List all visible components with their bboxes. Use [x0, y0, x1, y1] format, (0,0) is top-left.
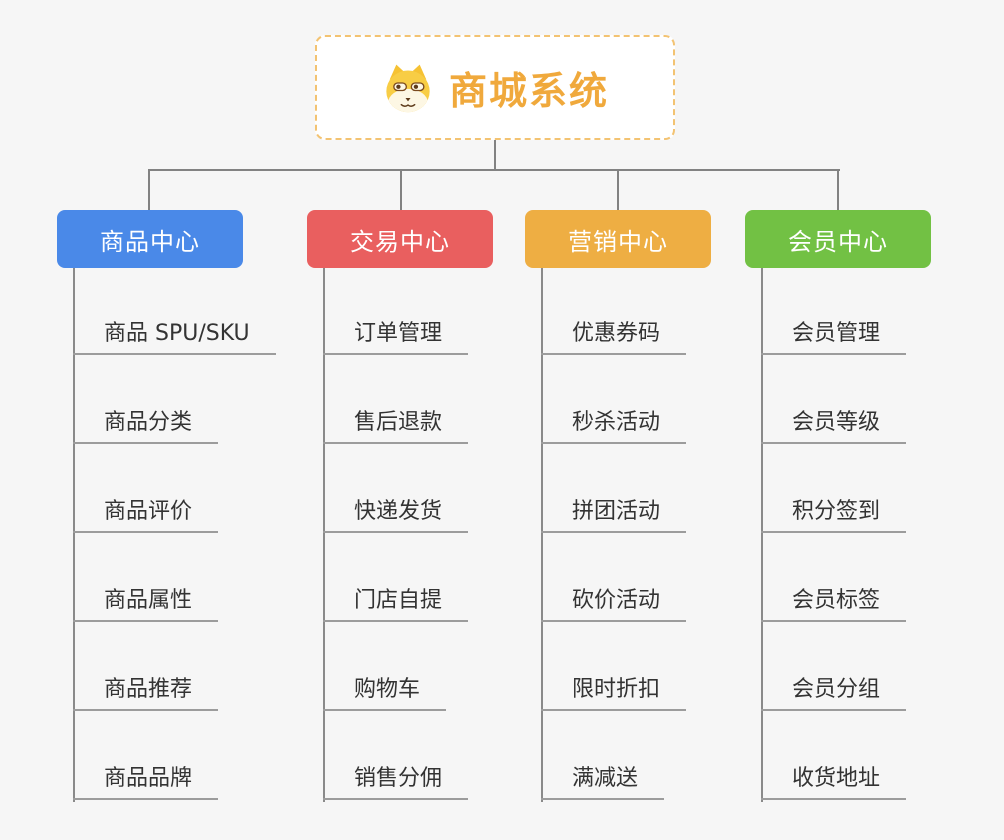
leaf-node[interactable]: 商品分类: [73, 410, 219, 444]
leaf-node[interactable]: 限时折扣: [541, 677, 687, 711]
leaf-node[interactable]: 满减送: [541, 766, 665, 800]
leaf-node[interactable]: 购物车: [323, 677, 447, 711]
leaf-node[interactable]: 门店自提: [323, 588, 469, 622]
leaf-node[interactable]: 秒杀活动: [541, 410, 687, 444]
shiba-dog-icon: [386, 64, 430, 112]
leaf-node[interactable]: 会员管理: [761, 321, 907, 355]
connector-spine: [761, 268, 763, 802]
connector-drop-member: [837, 169, 839, 212]
leaf-node[interactable]: 商品 SPU/SKU: [73, 321, 276, 355]
leaf-node[interactable]: 优惠券码: [541, 321, 687, 355]
branch-children-marketing-center: 优惠券码 秒杀活动 拼团活动 砍价活动 限时折扣 满减送: [541, 268, 791, 808]
root-node[interactable]: 商城系统: [315, 35, 675, 140]
leaf-node[interactable]: 商品品牌: [73, 766, 219, 800]
leaf-node[interactable]: 快递发货: [323, 499, 469, 533]
leaf-node[interactable]: 积分签到: [761, 499, 907, 533]
leaf-node[interactable]: 售后退款: [323, 410, 469, 444]
branch-node-trade-center[interactable]: 交易中心: [307, 210, 493, 268]
leaf-node[interactable]: 订单管理: [323, 321, 469, 355]
leaf-node[interactable]: 拼团活动: [541, 499, 687, 533]
connector-drop-product: [148, 169, 150, 212]
leaf-node[interactable]: 会员标签: [761, 588, 907, 622]
connector-root-stem: [494, 140, 496, 171]
connector-spine: [73, 268, 75, 802]
leaf-node[interactable]: 商品属性: [73, 588, 219, 622]
branch-node-member-center[interactable]: 会员中心: [745, 210, 931, 268]
leaf-node[interactable]: 销售分佣: [323, 766, 469, 800]
leaf-node[interactable]: 会员等级: [761, 410, 907, 444]
connector-drop-marketing: [617, 169, 619, 212]
connector-horizontal-rail: [148, 169, 840, 171]
branch-node-marketing-center[interactable]: 营销中心: [525, 210, 711, 268]
leaf-node[interactable]: 砍价活动: [541, 588, 687, 622]
connector-spine: [323, 268, 325, 802]
branch-node-product-center[interactable]: 商品中心: [57, 210, 243, 268]
leaf-node[interactable]: 会员分组: [761, 677, 907, 711]
connector-spine: [541, 268, 543, 802]
branch-children-trade-center: 订单管理 售后退款 快递发货 门店自提 购物车 销售分佣: [323, 268, 573, 808]
leaf-node[interactable]: 商品推荐: [73, 677, 219, 711]
leaf-node[interactable]: 收货地址: [761, 766, 907, 800]
branch-children-product-center: 商品 SPU/SKU 商品分类 商品评价 商品属性 商品推荐 商品品牌: [73, 268, 323, 808]
leaf-node[interactable]: 商品评价: [73, 499, 219, 533]
connector-drop-trade: [400, 169, 402, 212]
root-title: 商城系统: [448, 69, 609, 113]
branch-children-member-center: 会员管理 会员等级 积分签到 会员标签 会员分组 收货地址: [761, 268, 1004, 808]
